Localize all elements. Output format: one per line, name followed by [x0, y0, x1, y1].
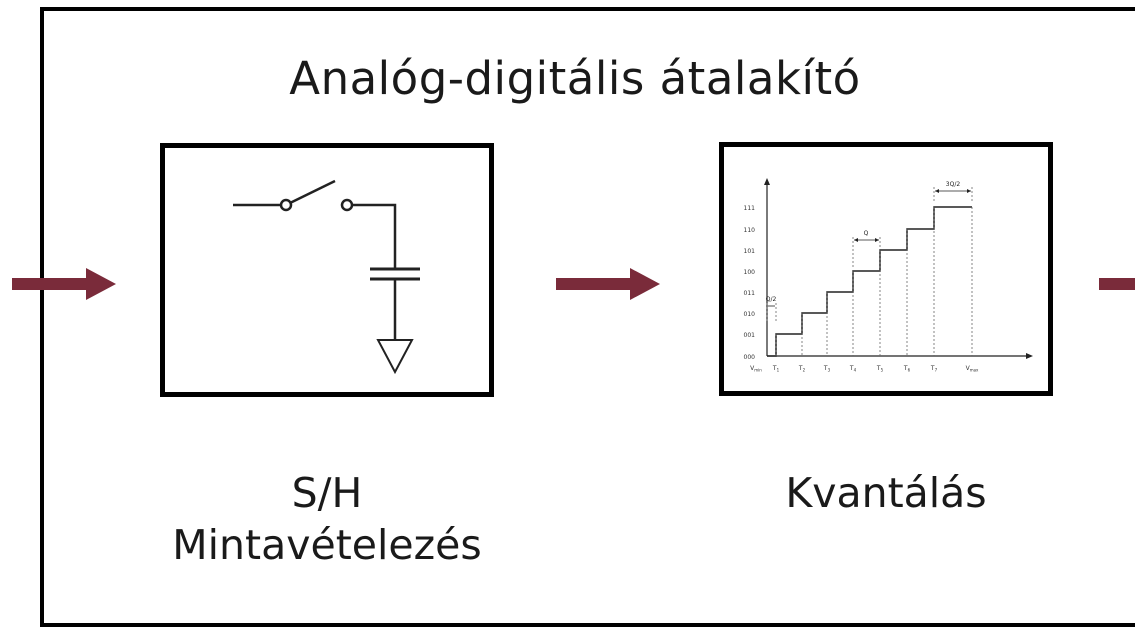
- y-code-label: 010: [744, 311, 756, 318]
- sample-hold-label: S/H Mintavételezés: [127, 467, 527, 571]
- x-tick-label: T2: [798, 365, 806, 373]
- x-tick-label: T5: [876, 365, 884, 373]
- sample-hold-circuit: [233, 179, 420, 375]
- x-tick-label: T1: [772, 365, 780, 373]
- x-tick-label: T7: [930, 365, 938, 373]
- dashed-guides: [766, 187, 973, 356]
- quantizer-label: Kvantálás: [785, 469, 987, 517]
- x-tick-label: Vmax: [966, 365, 979, 373]
- sample-hold-label-line2: Mintavételezés: [172, 521, 482, 569]
- adc-outer-frame: [40, 7, 1135, 627]
- input-arrow: [12, 268, 116, 300]
- y-code-label: 111: [744, 205, 756, 212]
- quantization-staircase-plot: 000 001 010 011 100 101 110 111: [744, 178, 1033, 373]
- x-tick-label: Vmin: [750, 365, 762, 373]
- quantization-staircase: [767, 206, 972, 357]
- y-code-label: 101: [744, 248, 756, 255]
- y-code-label: 100: [744, 269, 756, 276]
- y-code-label: 110: [744, 227, 756, 234]
- middle-arrow: [556, 268, 660, 300]
- sample-hold-label-line1: S/H: [291, 469, 363, 517]
- annotation-q: Q: [864, 230, 869, 237]
- quantizer-block: 000 001 010 011 100 101 110 111: [719, 142, 1053, 396]
- x-tick-label: T4: [849, 365, 857, 373]
- annotation-3q2: 3Q/2: [946, 181, 961, 188]
- x-tick-label: T3: [823, 365, 831, 373]
- y-code-label: 001: [744, 332, 756, 339]
- output-arrow: [1099, 278, 1135, 290]
- x-tick-label: T6: [903, 365, 911, 373]
- diagram-title: Analóg-digitális átalakító: [289, 52, 861, 105]
- y-code-label: 000: [744, 354, 756, 361]
- annotation-half-q: Q/2: [766, 296, 777, 303]
- y-code-label: 011: [744, 290, 756, 297]
- sample-hold-block: [160, 143, 494, 397]
